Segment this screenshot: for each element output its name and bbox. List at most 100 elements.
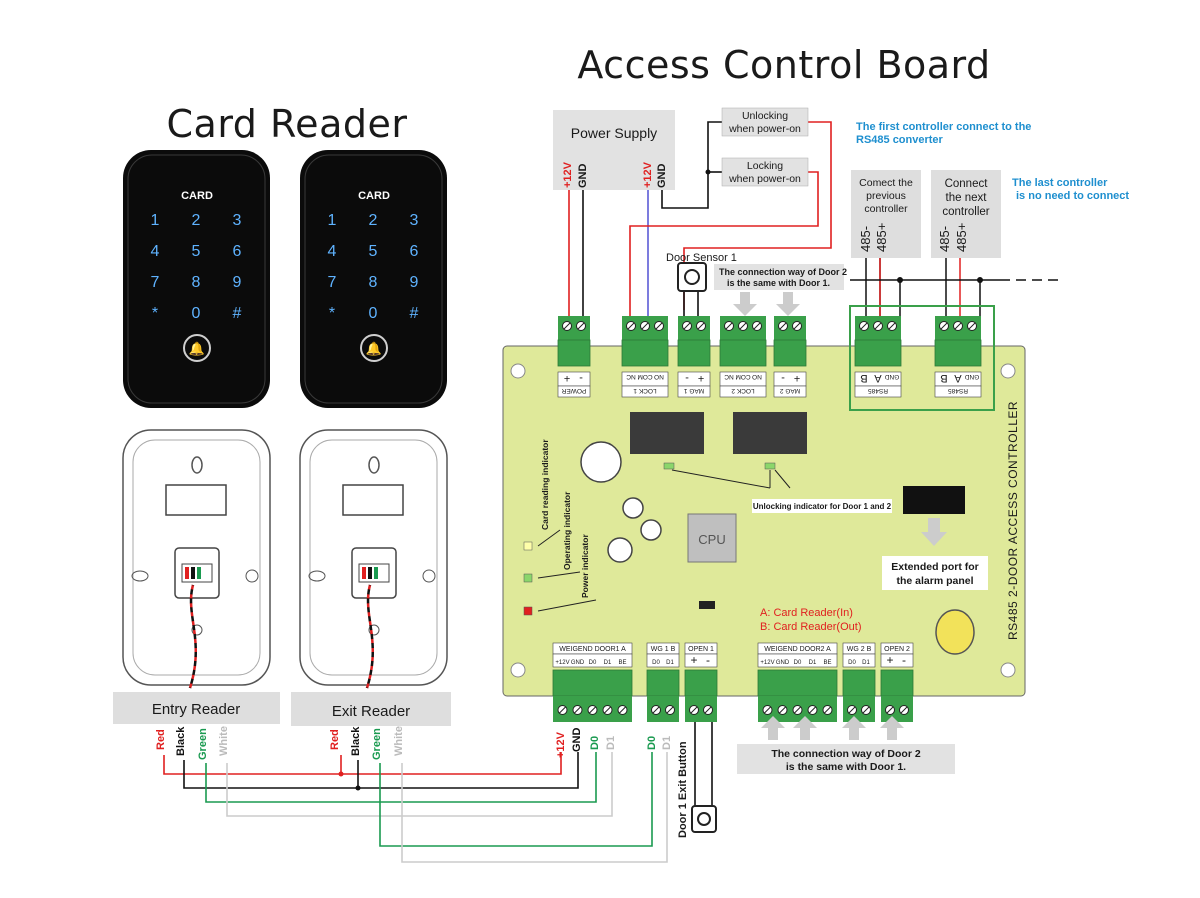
terminal-name: LOCK 1 [633,387,657,394]
terminal-block [621,316,669,367]
keypad-key: 7 [151,274,160,291]
reader-wires [163,752,668,863]
terminal-pin-label: GND [571,660,585,666]
buzzer [935,609,975,655]
ps-pin-12v-2: +12V [642,161,654,188]
arrow-up-icon [793,716,817,740]
terminal-pin-label: D0 [794,660,802,666]
entry-reader-label-box [113,692,280,724]
terminal-name: POWER [561,387,586,394]
bell-icon: 🔔 [366,341,382,356]
terminal-block [552,669,633,722]
terminal-name: OPEN 1 [688,646,714,653]
terminal-block [719,316,767,367]
arrow-up-icon [761,716,785,740]
terminal-pin-label: + [690,653,697,667]
wire-label-white: White [393,726,405,756]
keypad-key: # [233,305,242,322]
entry-reader-label: Entry Reader [152,701,240,718]
terminal-pin-label: +12V [760,660,774,666]
exit-button: Door 1 Exit Button [677,722,717,838]
door2-note-bottom: The connection way of Door 2 is the same… [737,716,955,774]
keypad-key: 0 [192,305,201,322]
terminal-name: RS485 [868,387,888,394]
indicator-card-reading: Card reading indicator [540,439,550,530]
terminal-pin-label: - [579,372,583,384]
next-485-minus: 485- [937,226,952,252]
board-name: RS485 2-DOOR ACCESS CONTROLLER [1006,401,1020,640]
next-box-line3: controller [942,206,989,218]
first-note-line2: RS485 converter [856,134,944,146]
terminal-name: WEIGEND DOOR2 A [764,646,831,653]
keypad-key: 2 [192,212,201,229]
terminal-pin-label: D0 [652,660,660,666]
keypad-key: 9 [233,274,242,291]
terminal-block [880,669,914,722]
wire-label-12v: +12V [555,731,567,758]
unlocking-line2: when power-on [728,123,801,135]
entry-wire-labels: Red Black Green White [155,726,230,760]
terminal-pin-label: D0 [848,660,856,666]
unlocking-line1: Unlocking [742,110,788,122]
keypad-key: 6 [233,243,242,260]
door2-top-line1: The connection way of Door 2 [719,267,847,277]
extended-port-line2: the alarm panel [896,575,973,587]
keypad-key: * [329,305,335,322]
reader-brand: CARD [358,190,390,202]
terminal-pin-label: + [886,653,893,667]
arrow-down-icon [776,292,800,316]
terminal-pin-label: +12V [555,660,569,666]
terminal-pin-label: - [781,372,785,384]
keypad-key: 1 [151,212,160,229]
keypad-key: 5 [369,243,378,260]
wire-label-black: Black [175,726,187,756]
terminal-pin-label: A [954,372,962,384]
keypad-key: 2 [369,212,378,229]
wire-label-green: Green [197,728,209,760]
terminal-pin-label: + [698,372,704,384]
card-reader-title: Card Reader [167,102,408,146]
keypad-key: 8 [192,274,201,291]
exit-reader-label-box [291,692,451,726]
terminal-name: WEIGEND DOOR1 A [559,646,626,653]
ps-pin-gnd: GND [577,164,589,189]
prev-box-line2: previous [866,190,906,202]
keypad-key: 5 [192,243,201,260]
terminal-block [646,669,680,722]
next-box-line1: Connect [945,178,989,190]
terminal-name: OPEN 2 [884,646,910,653]
wire-label-red: Red [329,729,341,750]
wire-label-white: White [218,726,230,756]
ps-pin-gnd-2: GND [656,164,668,189]
terminal-name: WG 2 B [847,646,872,653]
indicator-power: Power indicator [580,534,590,598]
bottom-wire-labels: +12V GND D0 D1 D0 D1 [555,728,673,759]
arrow-up-icon [842,716,866,740]
keypad-key: 1 [328,212,337,229]
wire-label-black: Black [350,726,362,756]
exit-reader-label: Exit Reader [332,703,410,720]
door-sensor-label: Door Sensor 1 [666,252,737,264]
wire-label-d0: D0 [589,736,601,750]
keypad-key: 8 [369,274,378,291]
power-supply-title: Power Supply [571,125,657,141]
terminal-block [842,669,876,722]
terminal-name: RS485 [948,387,968,394]
cpu-chip [687,513,737,563]
keypad-key: 7 [328,274,337,291]
terminal-pin-label: BE [618,660,626,666]
exit-reader-back [299,429,448,689]
power-supply: Power Supply +12V GND +12V GND [553,110,675,190]
terminal-pin-label: COM [637,373,652,380]
terminal-pin-label: - [685,372,689,384]
terminal-pin-label: + [794,372,800,384]
lock-notes: Unlocking when power-on Locking when pow… [721,107,809,187]
ps-pin-12v: +12V [562,161,574,188]
terminal-pin-label: COM [735,373,750,380]
arrow-up-icon [880,716,904,740]
terminal-pin-label: - [706,653,710,667]
